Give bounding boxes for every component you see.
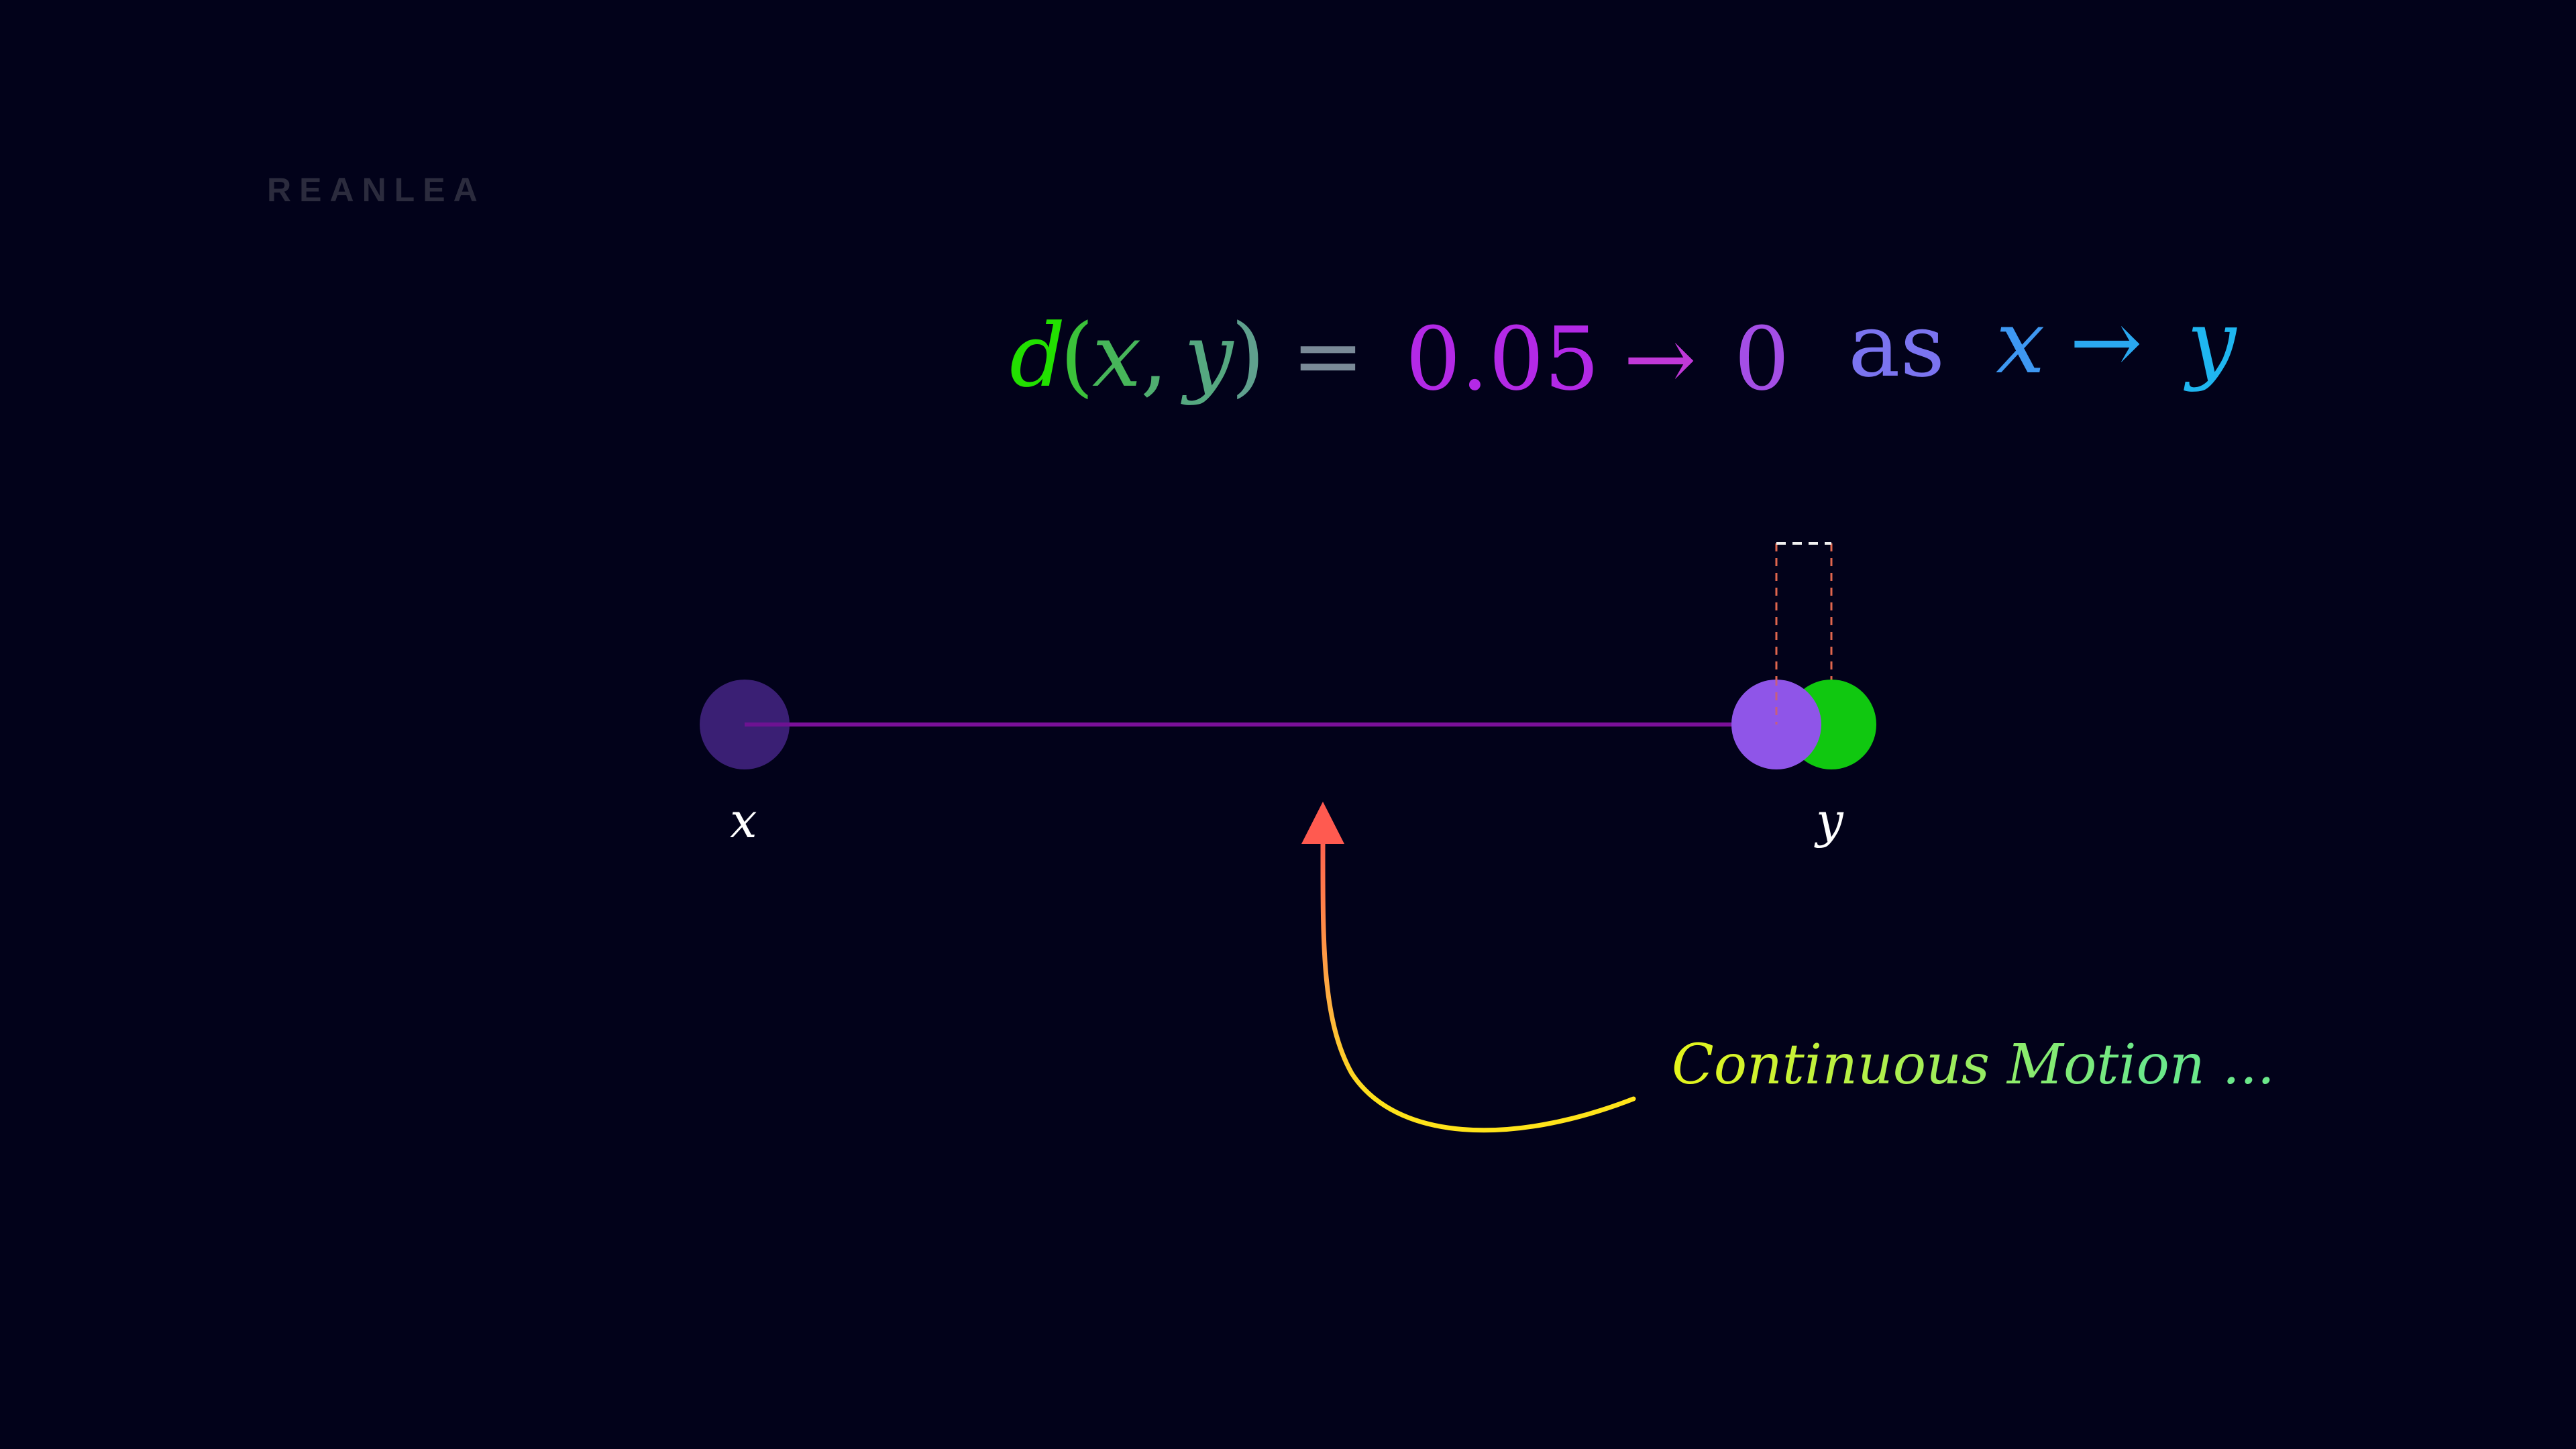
eq-var-y: y	[1181, 305, 1234, 407]
eq-var-x: x	[1092, 305, 1141, 407]
eq-rhs-arrow: →	[2070, 291, 2143, 393]
eq-limit-zero: 0	[1734, 308, 1790, 410]
eq-comma: ,	[1140, 305, 1168, 407]
point-x-label: x	[730, 792, 757, 849]
watermark-logo: REANLEA	[267, 171, 486, 209]
eq-close-paren: )	[1231, 305, 1265, 407]
continuous-motion-annotation: Continuous Motion ...	[1672, 1033, 2275, 1097]
motion-arrow-curve	[1320, 839, 1636, 1133]
point-y-label: y	[1814, 792, 1844, 849]
eq-arrow-limit: →	[1623, 308, 1697, 410]
eq-distance-value: 0.05	[1405, 308, 1599, 410]
eq-as-word: as	[1848, 294, 1945, 396]
eq-rhs-x: x	[1996, 291, 2045, 393]
motion-arrow-head	[1301, 802, 1344, 844]
eq-rhs-y: y	[2184, 291, 2237, 393]
distance-equation: d ( x , y ) = 0.05 → 0 as x → y	[1010, 291, 2237, 410]
eq-open-paren: (	[1060, 305, 1094, 407]
eq-equals: =	[1291, 305, 1364, 407]
eq-func-d: d	[1010, 305, 1065, 407]
